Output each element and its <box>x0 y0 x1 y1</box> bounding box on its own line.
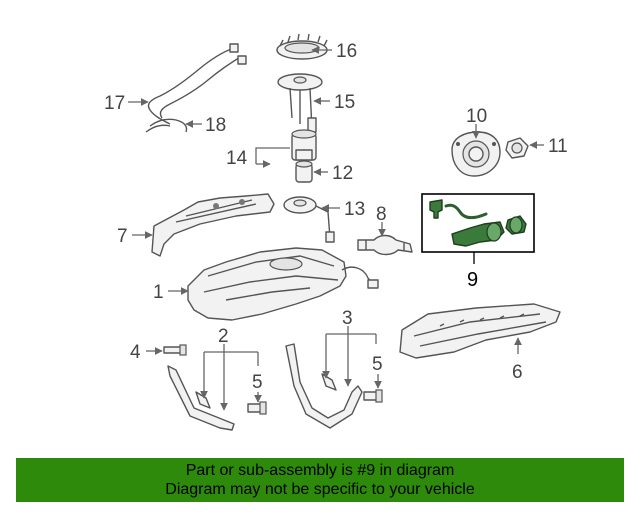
callout-12: 12 <box>332 163 353 184</box>
callout-14: 14 <box>226 148 248 169</box>
callout-9: 9 <box>467 269 478 291</box>
callout-15: 15 <box>334 92 355 113</box>
callout-13: 13 <box>344 199 365 220</box>
callout-16: 16 <box>336 41 357 62</box>
part-13-sender-gauge[interactable] <box>283 196 335 243</box>
parts-diagram: 16 15 17 18 14 12 <box>104 33 568 431</box>
info-banner: Part or sub-assembly is #9 in diagram Di… <box>16 458 624 502</box>
part-12-strainer[interactable] <box>295 160 313 183</box>
callout-7: 7 <box>117 226 128 247</box>
callout-3: 3 <box>342 308 353 329</box>
banner-line-2: Diagram may not be specific to your vehi… <box>165 481 475 498</box>
callout-4: 4 <box>130 342 141 363</box>
callout-18: 18 <box>205 115 226 136</box>
callout-5-right: 5 <box>372 354 383 375</box>
callout-1: 1 <box>153 282 164 303</box>
part-16-lock-ring[interactable] <box>276 33 328 60</box>
callout-11: 11 <box>548 136 568 157</box>
callout-17: 17 <box>104 93 125 114</box>
part-9-filler-pipe-assembly[interactable] <box>421 193 535 253</box>
part-8-hose[interactable] <box>357 234 413 256</box>
part-5-bolt-right[interactable] <box>363 389 383 403</box>
part-18-tube[interactable] <box>145 118 188 133</box>
callout-8: 8 <box>376 204 387 225</box>
part-2-tank-strap[interactable] <box>167 365 235 431</box>
callout-5-left: 5 <box>252 372 263 393</box>
part-6-tank-protector[interactable] <box>399 303 561 359</box>
part-14-pump-assembly[interactable] <box>291 129 317 161</box>
part-10-filler-housing[interactable] <box>451 131 501 177</box>
part-4-bolt[interactable] <box>163 344 187 356</box>
part-1-fuel-tank[interactable] <box>187 247 379 321</box>
part-3-tank-strap[interactable] <box>285 343 363 429</box>
part-5-bolt-left[interactable] <box>247 401 267 415</box>
banner-line-1: Part or sub-assembly is #9 in diagram <box>185 462 455 479</box>
part-17-tube[interactable] <box>147 43 247 125</box>
callout-6: 6 <box>512 362 523 383</box>
part-7-insulator[interactable] <box>151 193 275 257</box>
callout-10: 10 <box>466 106 487 127</box>
callout-2: 2 <box>218 326 229 347</box>
part-11-fuel-cap[interactable] <box>505 137 529 159</box>
part-15-pump-bracket[interactable] <box>277 73 323 133</box>
